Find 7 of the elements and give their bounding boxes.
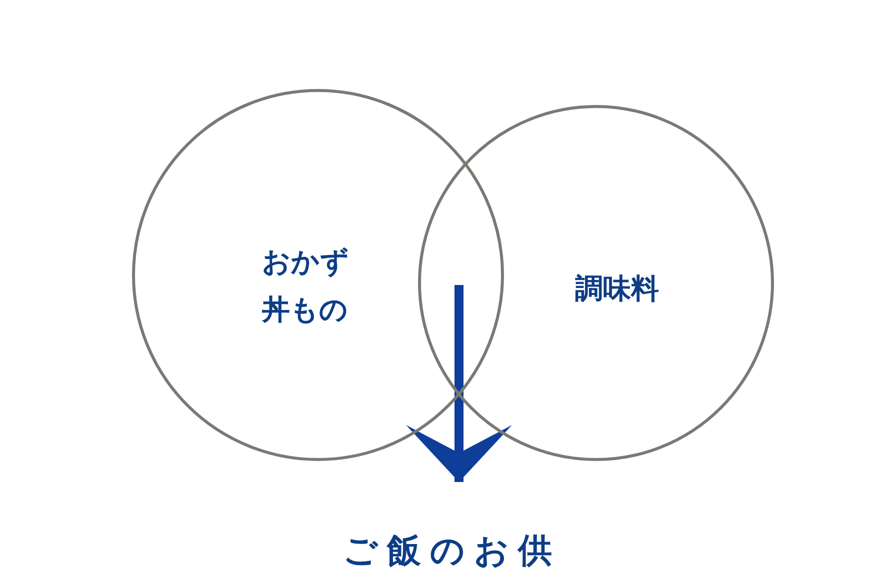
circle-label: 丼もの — [262, 292, 348, 328]
result-label: ご飯のお供 — [343, 528, 561, 574]
circle-label: 調味料 — [575, 271, 659, 307]
circle-label: おかず — [262, 244, 349, 280]
arrow — [406, 285, 512, 482]
venn-circle — [132, 89, 504, 461]
venn-circle — [418, 105, 774, 461]
